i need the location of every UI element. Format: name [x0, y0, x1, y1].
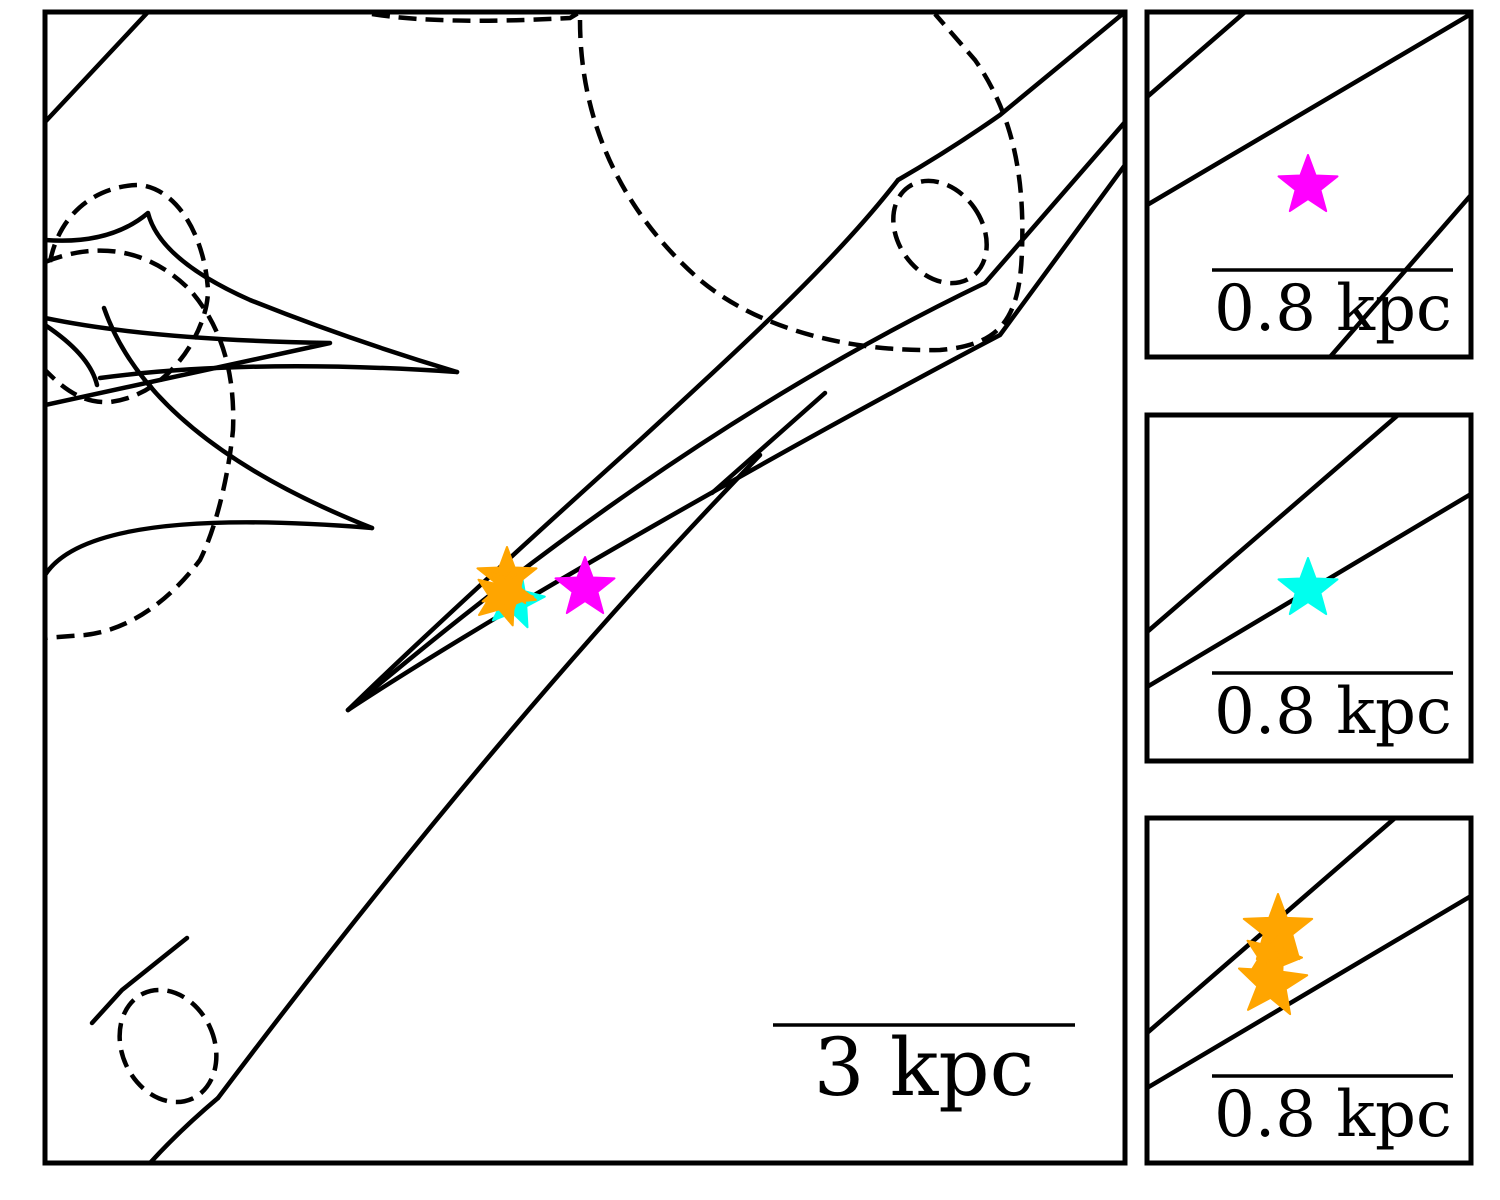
caustic-line	[345, 162, 1125, 713]
caustic-line	[895, 12, 1125, 183]
critical-curve	[117, 987, 219, 1105]
cyan-star	[1277, 557, 1339, 616]
magenta-star	[554, 556, 616, 615]
caustic-line	[1147, 12, 1471, 208]
critical-curve	[45, 248, 236, 641]
inset-panel-cyan: 0.8 kpc	[1144, 412, 1474, 764]
magenta-star	[1277, 154, 1339, 213]
orange-star	[1238, 946, 1309, 1016]
inset-scale-label: 0.8 kpc	[1214, 1078, 1452, 1152]
critical-curve	[577, 12, 1025, 353]
main-scale-label: 3 kpc	[814, 1021, 1035, 1114]
caustic-line	[345, 119, 1125, 713]
caustic-line	[1327, 192, 1471, 357]
caustic-line	[45, 315, 333, 408]
caustic-line	[101, 305, 375, 531]
inset-panel-orange: 0.8 kpc	[1144, 815, 1474, 1166]
caustic-line	[45, 520, 375, 578]
main-stars	[476, 546, 616, 629]
caustic-line	[709, 390, 828, 496]
caustic-line	[45, 210, 460, 375]
orange-star	[481, 567, 537, 621]
inset-scale-label: 0.8 kpc	[1214, 675, 1452, 749]
critical-curve	[891, 178, 989, 286]
caustic-line	[89, 935, 190, 1026]
inset-panel-magenta: 0.8 kpc	[1144, 9, 1474, 360]
caustic-line	[215, 452, 763, 1101]
caustic-line	[1147, 12, 1248, 100]
caustic-line	[1147, 415, 1401, 635]
caustic-line	[345, 177, 901, 713]
critical-curve	[45, 182, 211, 405]
caustic-line	[45, 12, 151, 125]
critical-curve	[371, 12, 582, 23]
inset-scale-label: 0.8 kpc	[1214, 272, 1452, 346]
caustic-line	[1147, 893, 1471, 1091]
critical-curves	[45, 12, 1025, 1105]
main-panel: 3 kpc	[42, 9, 1128, 1166]
caustic-lines	[45, 12, 1125, 1163]
caustic-line	[45, 322, 100, 388]
caustic-line	[147, 1095, 221, 1163]
